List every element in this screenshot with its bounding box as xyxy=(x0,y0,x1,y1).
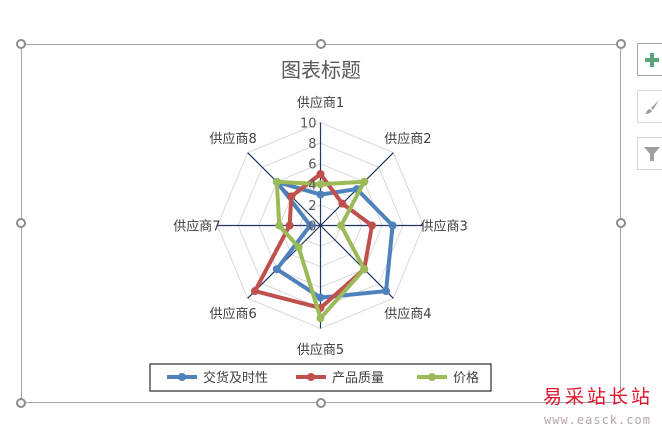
data-point[interactable] xyxy=(316,190,325,199)
data-point[interactable] xyxy=(388,221,397,230)
resize-handle-top[interactable] xyxy=(316,39,326,49)
chart-title[interactable]: 图表标题 xyxy=(281,58,361,82)
watermark-url: www.easck.com xyxy=(544,413,651,427)
category-label: 供应商1 xyxy=(297,95,344,111)
data-point[interactable] xyxy=(316,293,325,302)
legend-marker-dot xyxy=(178,373,186,381)
tick-label: 0 xyxy=(308,220,316,235)
plus-icon xyxy=(645,53,659,67)
legend-label[interactable]: 价格 xyxy=(453,370,479,386)
data-point[interactable] xyxy=(294,243,303,252)
watermark-title: 易采站长站 xyxy=(543,386,654,408)
legend-marker-dot xyxy=(428,373,436,381)
data-point[interactable] xyxy=(272,177,281,186)
data-point[interactable] xyxy=(360,177,369,186)
category-label: 供应商5 xyxy=(297,342,344,358)
data-point[interactable] xyxy=(250,287,259,296)
category-label: 供应商4 xyxy=(384,306,431,322)
data-point[interactable] xyxy=(368,221,376,230)
chart-elements-button[interactable] xyxy=(637,43,662,76)
resize-handle-top-right[interactable] xyxy=(616,39,626,49)
tick-label: 6 xyxy=(308,158,316,173)
category-label: 供应商3 xyxy=(420,219,467,235)
tick-label: 4 xyxy=(308,178,316,193)
tick-label: 10 xyxy=(300,117,317,132)
legend-label[interactable]: 产品质量 xyxy=(332,371,384,386)
data-point[interactable] xyxy=(338,199,347,208)
resize-handle-right[interactable] xyxy=(616,218,626,228)
category-label: 供应商2 xyxy=(384,131,431,147)
resize-handle-top-left[interactable] xyxy=(16,39,26,49)
legend-box xyxy=(149,363,492,392)
data-point[interactable] xyxy=(272,265,281,274)
resize-handle-bottom-left[interactable] xyxy=(16,398,26,408)
chart-styles-button[interactable] xyxy=(637,90,662,123)
tick-label: 8 xyxy=(308,137,316,152)
data-point[interactable] xyxy=(306,221,315,230)
category-label: 供应商8 xyxy=(209,131,256,147)
data-point[interactable] xyxy=(316,314,325,323)
data-point[interactable] xyxy=(316,180,325,189)
resize-handle-left[interactable] xyxy=(16,218,26,228)
data-point[interactable] xyxy=(275,221,284,230)
legend-label[interactable]: 交货及时性 xyxy=(203,370,268,386)
paintbrush-icon xyxy=(645,100,659,114)
category-label: 供应商7 xyxy=(173,219,220,235)
category-label: 供应商6 xyxy=(209,306,256,322)
data-point[interactable] xyxy=(287,192,296,201)
tick-label: 2 xyxy=(308,199,316,214)
data-point[interactable] xyxy=(285,221,294,230)
legend-marker-dot xyxy=(307,373,315,381)
data-point[interactable] xyxy=(337,221,346,230)
filter-icon xyxy=(644,147,660,161)
series-2[interactable] xyxy=(272,177,369,323)
resize-handle-bottom[interactable] xyxy=(316,398,326,408)
data-point[interactable] xyxy=(382,287,391,296)
data-point[interactable] xyxy=(360,265,369,274)
chart-filters-button[interactable] xyxy=(637,137,662,170)
radial-axis-line xyxy=(320,225,394,299)
data-point[interactable] xyxy=(316,170,325,178)
